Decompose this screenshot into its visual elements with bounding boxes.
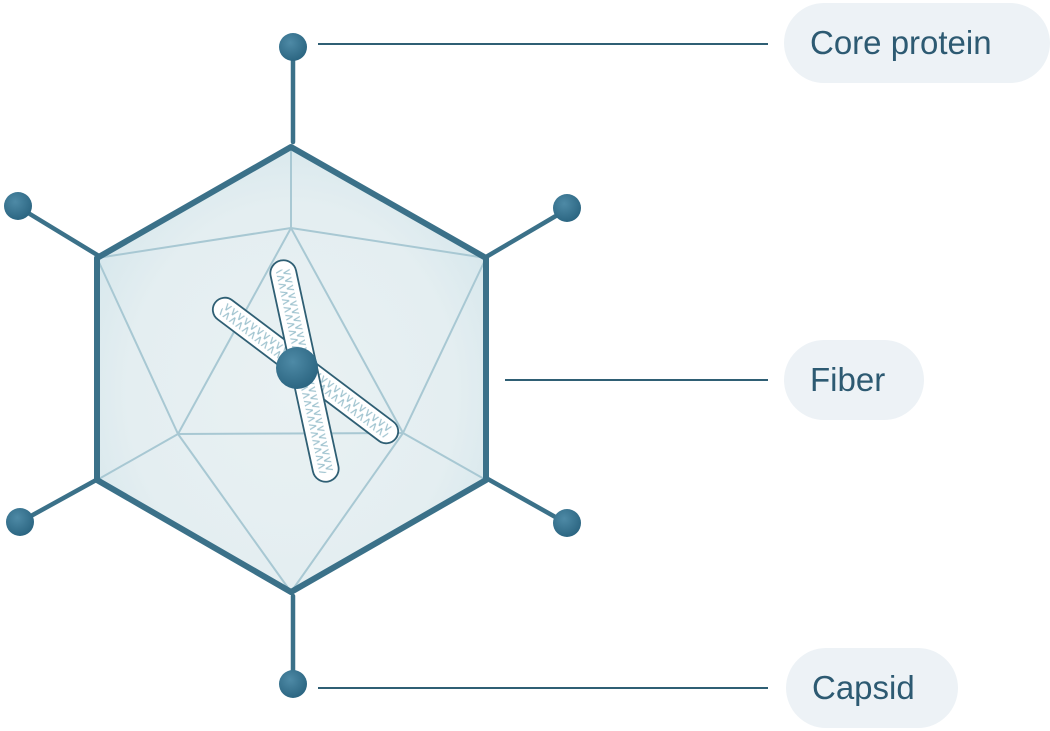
knob-bottom-left (6, 508, 34, 536)
label-core-protein: Core protein (784, 3, 1050, 83)
core-protein-center (276, 347, 318, 389)
label-core-protein-text: Core protein (810, 24, 992, 61)
spike-top-right (483, 207, 569, 260)
spike-top-left (17, 205, 102, 259)
label-fiber: Fiber (784, 340, 924, 420)
spike-knobs (4, 33, 581, 698)
label-fiber-text: Fiber (810, 361, 886, 398)
capsid-outline (94, 144, 489, 595)
knob-top-left (4, 192, 32, 220)
knob-bottom (279, 670, 307, 698)
label-capsid-text: Capsid (812, 669, 915, 706)
knob-top (279, 33, 307, 61)
spikes (17, 53, 569, 677)
knob-top-right (553, 194, 581, 222)
label-capsid: Capsid (786, 648, 958, 728)
capsid-facets (96, 147, 487, 593)
knob-bottom-right (553, 509, 581, 537)
spike-bottom-right (483, 475, 569, 526)
spike-bottom-left (17, 476, 101, 525)
